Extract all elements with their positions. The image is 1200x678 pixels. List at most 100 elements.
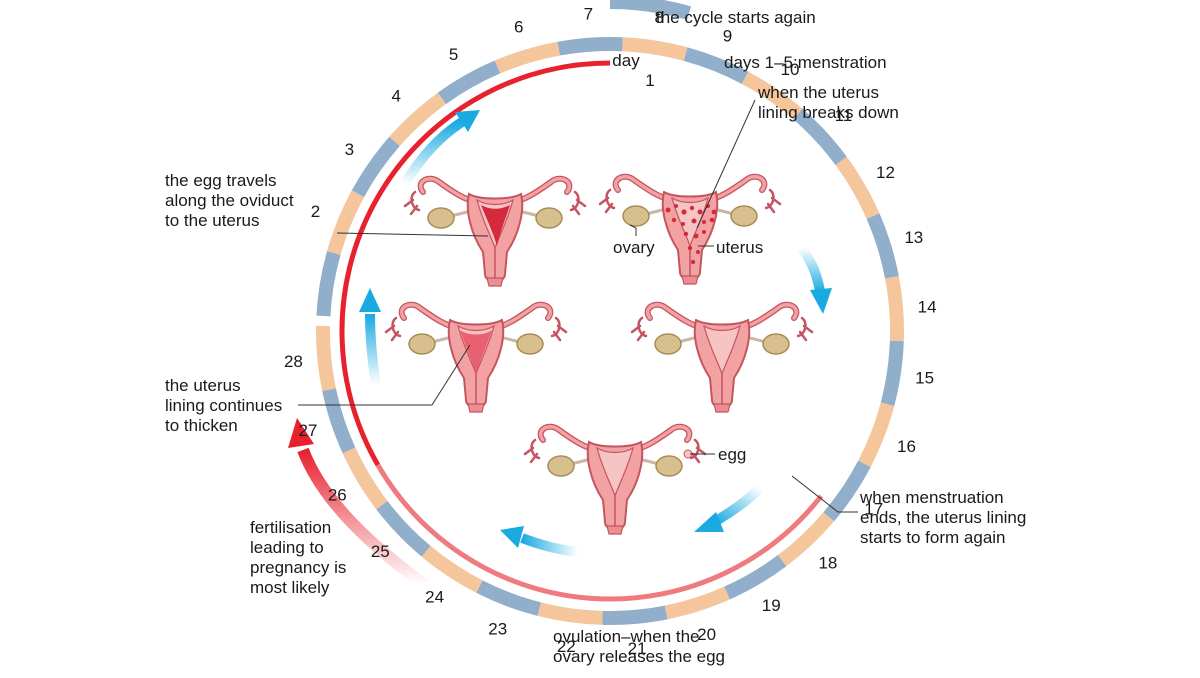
day-segment-2 bbox=[327, 190, 365, 255]
label-egg-travels-2: along the oviduct bbox=[165, 191, 294, 210]
label-ovulation-2: ovary releases the egg bbox=[553, 647, 725, 666]
label-ovary: ovary bbox=[613, 238, 655, 257]
day-number-6: 6 bbox=[514, 17, 523, 36]
day-segment-28 bbox=[316, 325, 336, 392]
day-segment-11 bbox=[793, 108, 847, 166]
day-segment-8 bbox=[622, 37, 688, 61]
label-egg-travels-1: the egg travels bbox=[165, 171, 277, 190]
lining-fragments bbox=[665, 204, 717, 265]
cycle-restart-segment bbox=[609, 0, 692, 20]
day-segment-4 bbox=[389, 92, 447, 147]
flow-arrow-top-left bbox=[400, 110, 480, 187]
flow-arrow-right bbox=[797, 245, 832, 314]
label-fertilisation-3: pregnancy is bbox=[250, 558, 346, 577]
day-segment-26 bbox=[342, 447, 388, 510]
label-menstruation-ends-1: when menstruation bbox=[859, 488, 1004, 507]
label-lining-thickens-1: the uterus bbox=[165, 376, 241, 395]
day-segment-27 bbox=[322, 388, 356, 454]
day-segment-18 bbox=[777, 512, 835, 567]
day-segment-5 bbox=[437, 60, 501, 105]
uterus-after-menstruation bbox=[632, 305, 812, 412]
flow-arrow-bottom-right bbox=[694, 484, 764, 532]
day-number-19: 19 bbox=[762, 596, 781, 615]
day-number-21: 21 bbox=[628, 639, 647, 658]
leader-lines bbox=[298, 99, 858, 513]
label-lining-breaks-1: when the uterus bbox=[757, 83, 879, 102]
day-segment-7 bbox=[557, 36, 623, 56]
label-lining-thickens-3: to thicken bbox=[165, 416, 238, 435]
day-segment-12 bbox=[835, 156, 880, 220]
day-number-24: 24 bbox=[425, 587, 444, 606]
day-number-4: 4 bbox=[391, 87, 400, 106]
day-segment-13 bbox=[866, 213, 899, 279]
leader-egg-travels bbox=[336, 232, 489, 237]
leader-menstruation-ends bbox=[791, 475, 858, 513]
flow-arrow-bottom-left bbox=[500, 526, 579, 557]
day-number-26: 26 bbox=[328, 486, 347, 505]
label-cycle-restart: the cycle starts again bbox=[656, 8, 816, 27]
day-number-20: 20 bbox=[697, 625, 716, 644]
day-number-23: 23 bbox=[488, 620, 507, 639]
label-lining-thickens-2: lining continues bbox=[165, 396, 282, 415]
label-menstruation: days 1–5:menstration bbox=[724, 53, 887, 72]
day-segment-22 bbox=[537, 602, 603, 625]
fertilisation-arrow bbox=[288, 418, 429, 590]
day-number-17: 17 bbox=[864, 500, 883, 519]
uterus-ovulation bbox=[525, 427, 705, 534]
day-segment-1 bbox=[316, 251, 341, 317]
day-number-16: 16 bbox=[897, 437, 916, 456]
day-ring bbox=[316, 0, 904, 625]
day-number-12: 12 bbox=[876, 163, 895, 182]
uterus-thick-lining bbox=[405, 179, 585, 286]
day-segment-23 bbox=[476, 580, 541, 616]
day-number-7: 7 bbox=[584, 5, 593, 24]
label-uterus: uterus bbox=[716, 238, 763, 257]
day-segment-10 bbox=[741, 71, 803, 120]
day-segment-3 bbox=[351, 136, 400, 198]
day-segment-19 bbox=[724, 554, 787, 600]
leader-ovary bbox=[629, 224, 637, 236]
flow-arrow-left bbox=[359, 288, 381, 386]
label-fertilisation-4: most likely bbox=[250, 578, 330, 597]
leader-lining-thickens bbox=[298, 344, 471, 406]
day-segment-14 bbox=[885, 275, 904, 342]
day-segment-24 bbox=[421, 545, 483, 593]
day-segment-15 bbox=[880, 340, 904, 407]
label-fertilisation-2: leading to bbox=[250, 538, 324, 557]
day-number-11: 11 bbox=[835, 106, 853, 125]
day-segment-21 bbox=[602, 605, 668, 625]
label-fertilisation-1: fertilisation bbox=[250, 518, 331, 537]
day-segment-9 bbox=[683, 47, 749, 84]
day-number-1: 1 bbox=[645, 71, 654, 90]
label-lining-breaks-2: lining breaks down bbox=[758, 103, 899, 122]
label-egg-travels-3: to the uterus bbox=[165, 211, 260, 230]
day-number-3: 3 bbox=[345, 140, 354, 159]
label-egg: egg bbox=[718, 445, 746, 464]
day-segment-20 bbox=[664, 586, 730, 620]
label-menstruation-ends-3: starts to form again bbox=[860, 528, 1006, 547]
uterus-lining-breakdown bbox=[600, 177, 780, 284]
uterus-thickening bbox=[386, 305, 566, 412]
label-menstruation-ends-2: ends, the uterus lining bbox=[860, 508, 1026, 527]
day-segment-25 bbox=[376, 500, 431, 557]
day-number-25: 25 bbox=[371, 542, 390, 561]
day-number-9: 9 bbox=[723, 27, 732, 46]
lining-pink-arc bbox=[375, 463, 824, 602]
day-number-2: 2 bbox=[311, 202, 320, 221]
lining-red-arc bbox=[339, 60, 611, 467]
day-number-8: 8 bbox=[654, 8, 663, 27]
day-number-5: 5 bbox=[449, 45, 458, 64]
day-number-15: 15 bbox=[915, 368, 934, 387]
leader-lining-breaks bbox=[696, 99, 756, 229]
day-number-28: 28 bbox=[284, 352, 303, 371]
day-number-13: 13 bbox=[904, 228, 923, 247]
day-number-27: 27 bbox=[298, 421, 317, 440]
day-word-label: day bbox=[612, 51, 640, 70]
day-number-22: 22 bbox=[557, 637, 576, 656]
label-ovulation-1: ovulation–when the bbox=[553, 627, 700, 646]
day-number-10: 10 bbox=[781, 60, 800, 79]
day-segment-17 bbox=[823, 460, 871, 522]
